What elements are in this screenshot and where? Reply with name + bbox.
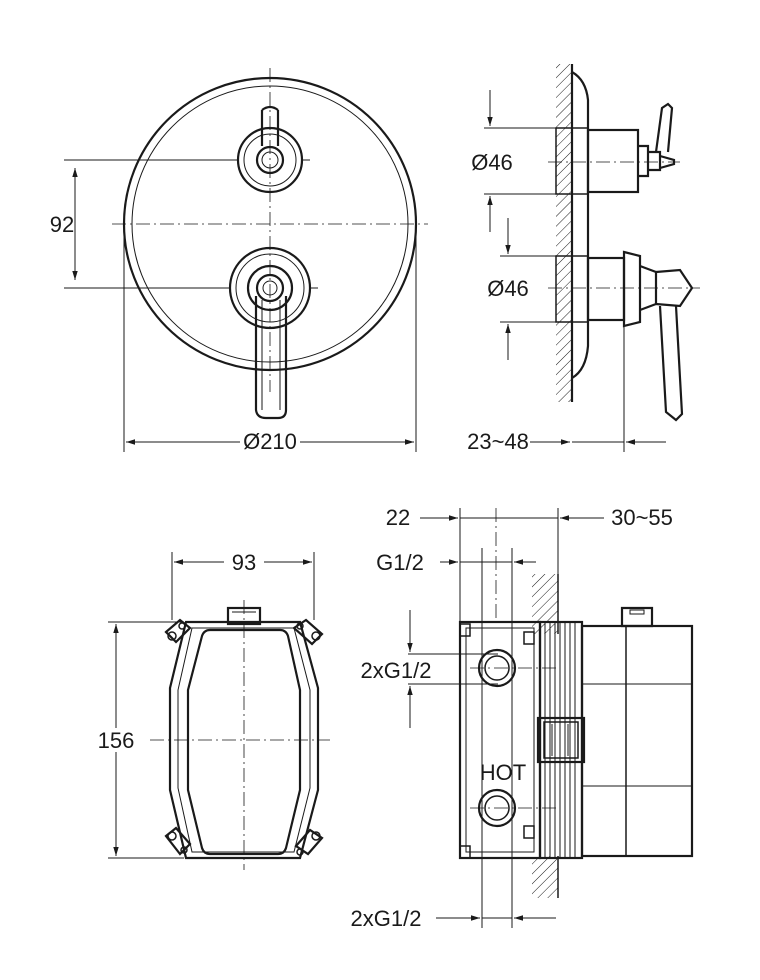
mixer-lever-side xyxy=(658,305,684,422)
ribbed-band xyxy=(536,620,586,860)
dim-label-30-55: 30~55 xyxy=(611,505,673,530)
dim-label-dia-bottom: Ø46 xyxy=(487,276,529,301)
dim-label-22: 22 xyxy=(386,505,410,530)
diverter-handle-side xyxy=(654,102,674,153)
mounting-ear-br xyxy=(294,828,324,856)
box-front-view: 93 156 xyxy=(92,550,330,870)
dim-label-2xg12-bottom: 2xG1/2 xyxy=(351,906,422,931)
dim-label-2xg12-side: 2xG1/2 xyxy=(361,658,432,683)
dim-label-g12: G1/2 xyxy=(376,550,424,575)
box-inner-body xyxy=(186,628,302,856)
box-side-view: HOT xyxy=(351,505,694,931)
cover-box xyxy=(580,624,694,858)
dim-label-92: 92 xyxy=(50,212,74,237)
hot-label: HOT xyxy=(480,760,526,785)
dim-label-projection: 23~48 xyxy=(467,429,529,454)
plate-profile xyxy=(571,71,590,379)
dim-label-93: 93 xyxy=(232,550,256,575)
side-view: Ø46 Ø46 23~48 xyxy=(467,64,700,454)
mounting-ear-tl xyxy=(164,618,192,644)
mounting-ear-tr xyxy=(292,618,324,646)
valve-body xyxy=(458,620,542,860)
dim-label-dia-top: Ø46 xyxy=(471,150,513,175)
dim-label-156: 156 xyxy=(98,728,135,753)
front-view: 92 Ø210 xyxy=(50,68,428,454)
mounting-ear-bl xyxy=(164,826,192,856)
wall-hatch xyxy=(556,64,572,402)
dim-label-210: Ø210 xyxy=(243,429,297,454)
